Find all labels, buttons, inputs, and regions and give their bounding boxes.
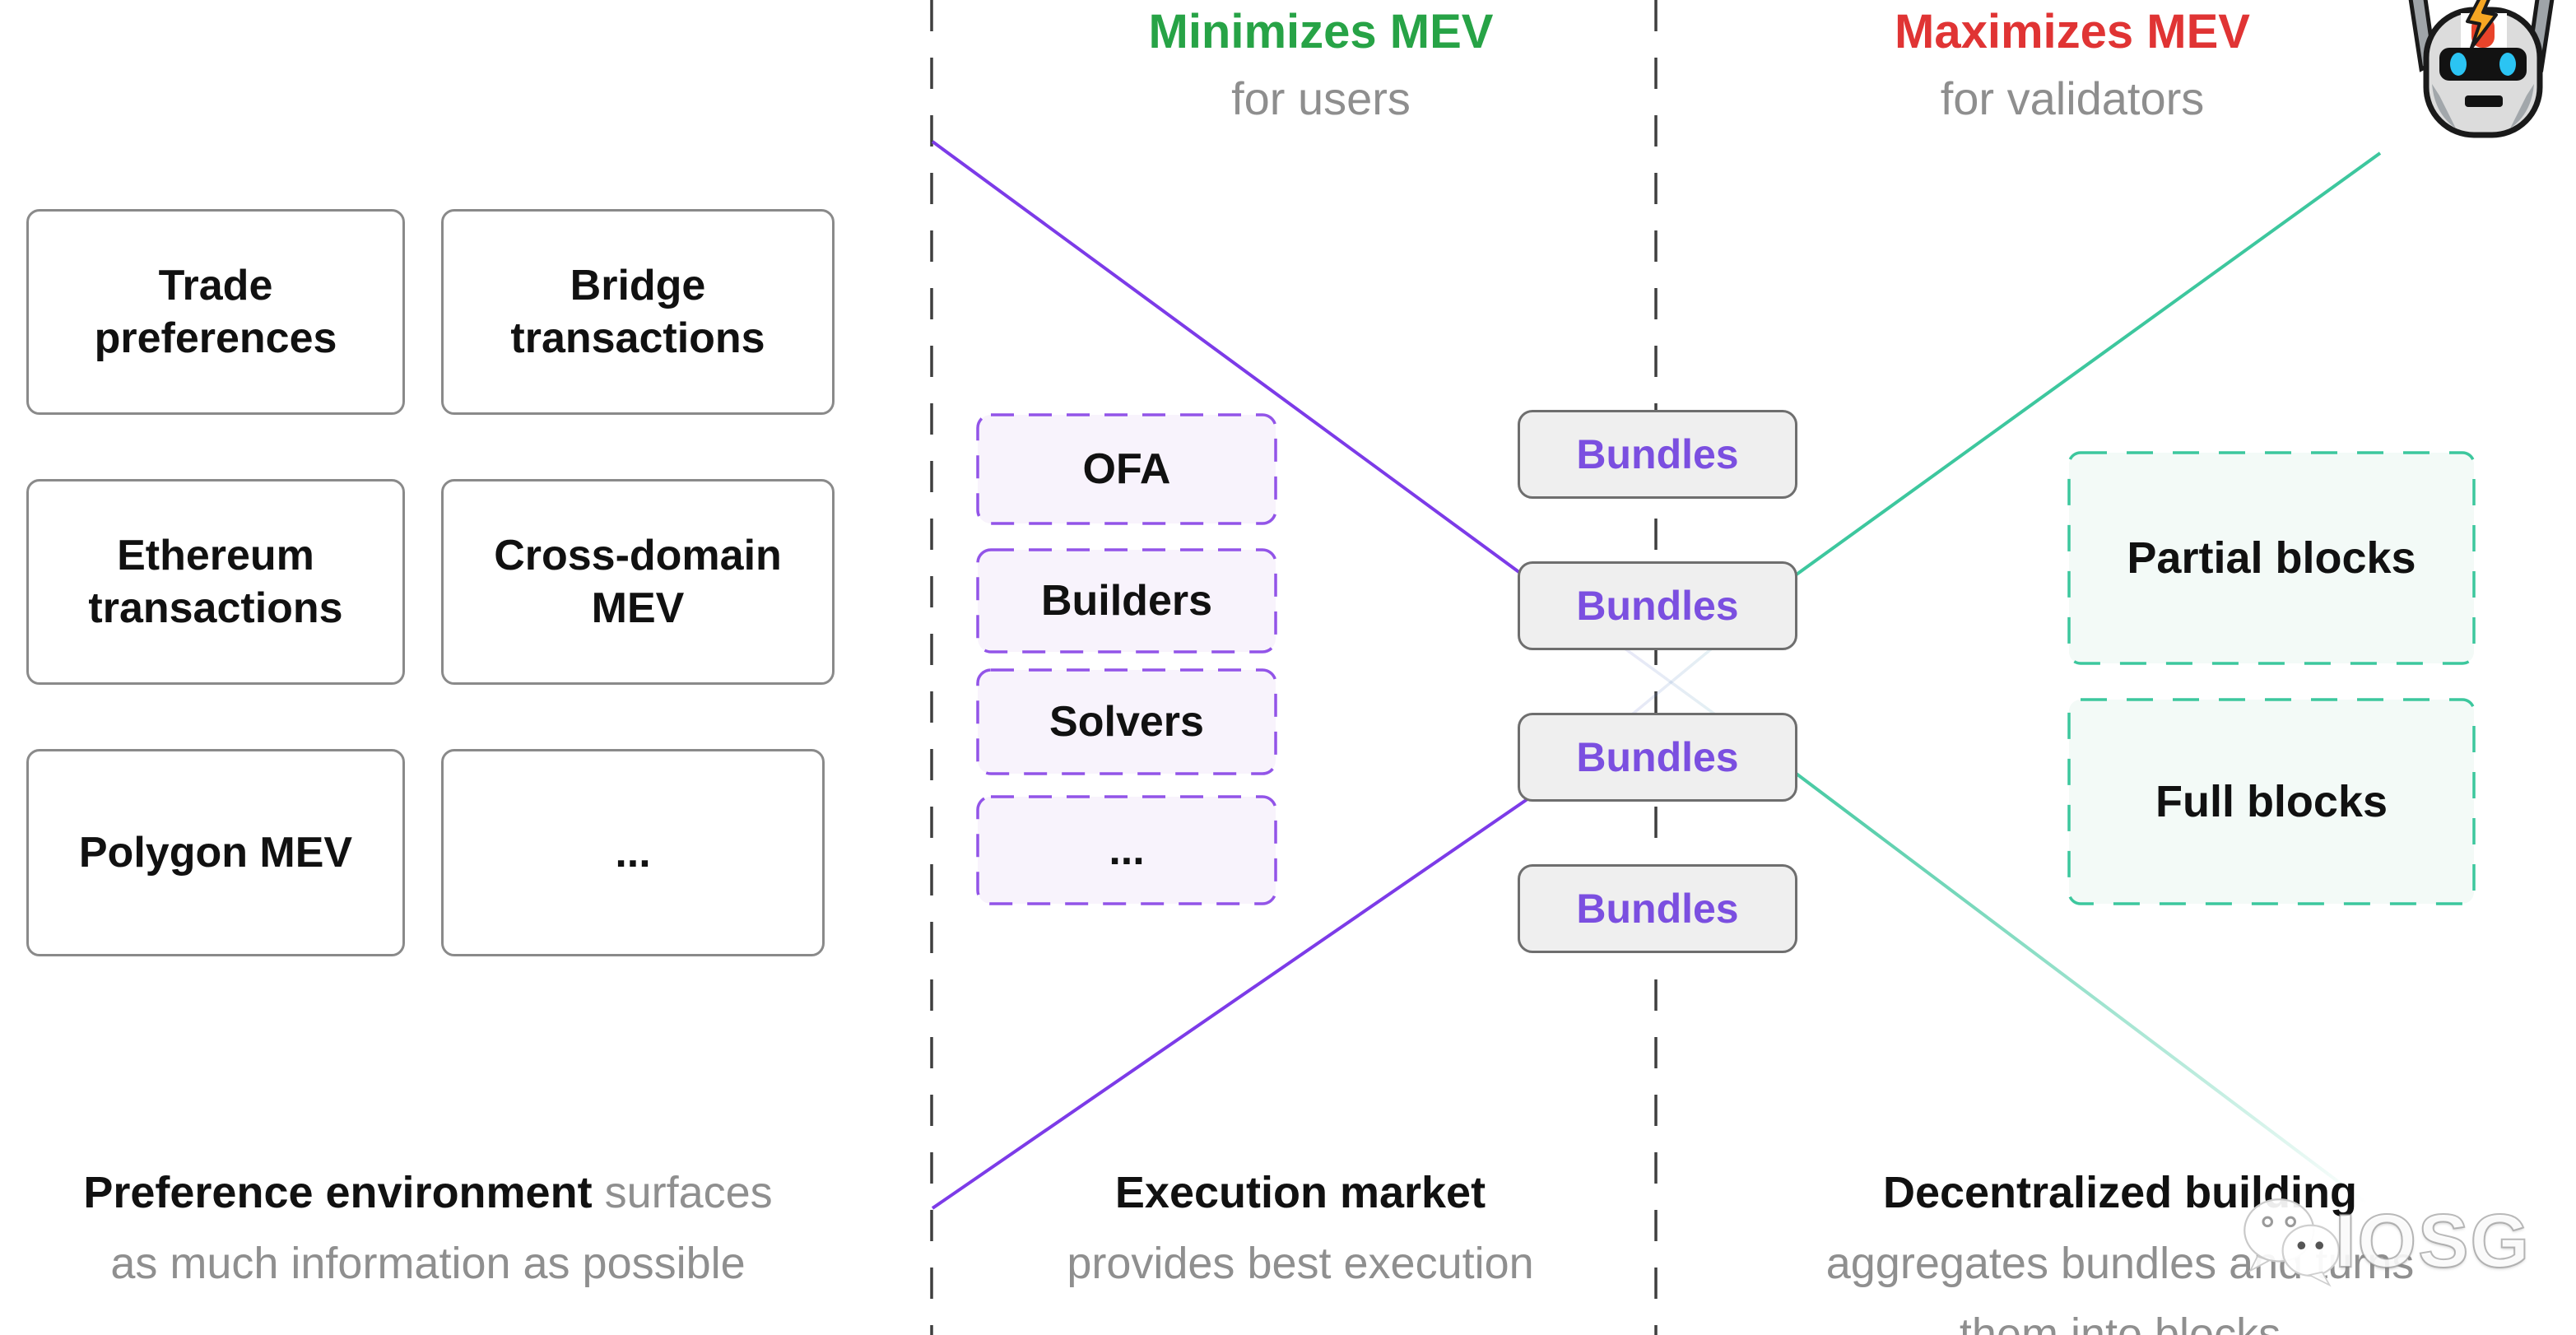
preference-box-polygon-mev: Polygon MEV xyxy=(26,749,405,956)
wechat-icon xyxy=(2244,1198,2340,1287)
header-minimizes-mev: Minimizes MEV for users xyxy=(992,5,1650,125)
caption-preference-environment: Preference environment surfaces as much … xyxy=(58,1157,798,1299)
preference-box-more: ... xyxy=(441,749,825,956)
caption-gray-text: surfaces xyxy=(604,1168,773,1217)
header-minimizes-subtitle: for users xyxy=(1231,72,1411,124)
green-line-top xyxy=(1793,151,2382,578)
builders-box-outline xyxy=(976,548,1277,654)
block-box-partial-blocks: Partial blocks xyxy=(2127,533,2416,583)
bundle-box: Bundles xyxy=(1518,864,1797,953)
caption-line: Preference environment surfaces xyxy=(58,1157,798,1228)
preference-box-trade-preferences: Trade preferences xyxy=(26,209,405,415)
robot-icon xyxy=(2408,0,2555,138)
caption-line: them into blocks xyxy=(1959,1309,2281,1335)
header-minimizes-title: Minimizes MEV xyxy=(1148,5,1494,58)
preference-box-cross-domain-mev: Cross-domain MEV xyxy=(441,479,835,685)
purple-line-top xyxy=(931,140,1537,586)
ofa-box-outline xyxy=(976,413,1277,525)
bundle-box: Bundles xyxy=(1518,561,1797,650)
solvers-box-outline xyxy=(976,668,1277,775)
watermark-text: IOSG xyxy=(2334,1198,2531,1284)
full-blocks-outline xyxy=(2067,698,2476,905)
preference-box-bridge-transactions: Bridge transactions xyxy=(441,209,835,415)
caption-bold-text: Preference environment xyxy=(83,1168,593,1217)
header-maximizes-title: Maximizes MEV xyxy=(1895,5,2250,58)
market-box-ofa: OFA xyxy=(1082,445,1171,493)
bundle-box: Bundles xyxy=(1518,713,1797,802)
caption-line: Execution market xyxy=(1114,1168,1486,1217)
market-box-builders: Builders xyxy=(1040,577,1213,625)
market-box-solvers: Solvers xyxy=(1049,698,1204,746)
header-maximizes-subtitle: for validators xyxy=(1940,72,2205,124)
partial-blocks-outline xyxy=(2067,451,2476,665)
more-box-outline xyxy=(976,795,1277,905)
purple-line-bottom xyxy=(931,792,1537,1210)
preference-box-ethereum-transactions: Ethereum transactions xyxy=(26,479,405,685)
block-box-full-blocks: Full blocks xyxy=(2155,777,2388,826)
green-line-bottom xyxy=(1793,770,2369,1205)
caption-execution-market: Execution market provides best execution xyxy=(971,1157,1630,1299)
caption-line: provides best execution xyxy=(1067,1239,1534,1288)
header-maximizes-mev: Maximizes MEV for validators xyxy=(1743,5,2402,125)
bundle-box: Bundles xyxy=(1518,410,1797,499)
market-box-more: ... xyxy=(1109,826,1145,874)
caption-line: as much information as possible xyxy=(110,1239,746,1288)
watermark: IOSG xyxy=(2234,1184,2531,1299)
